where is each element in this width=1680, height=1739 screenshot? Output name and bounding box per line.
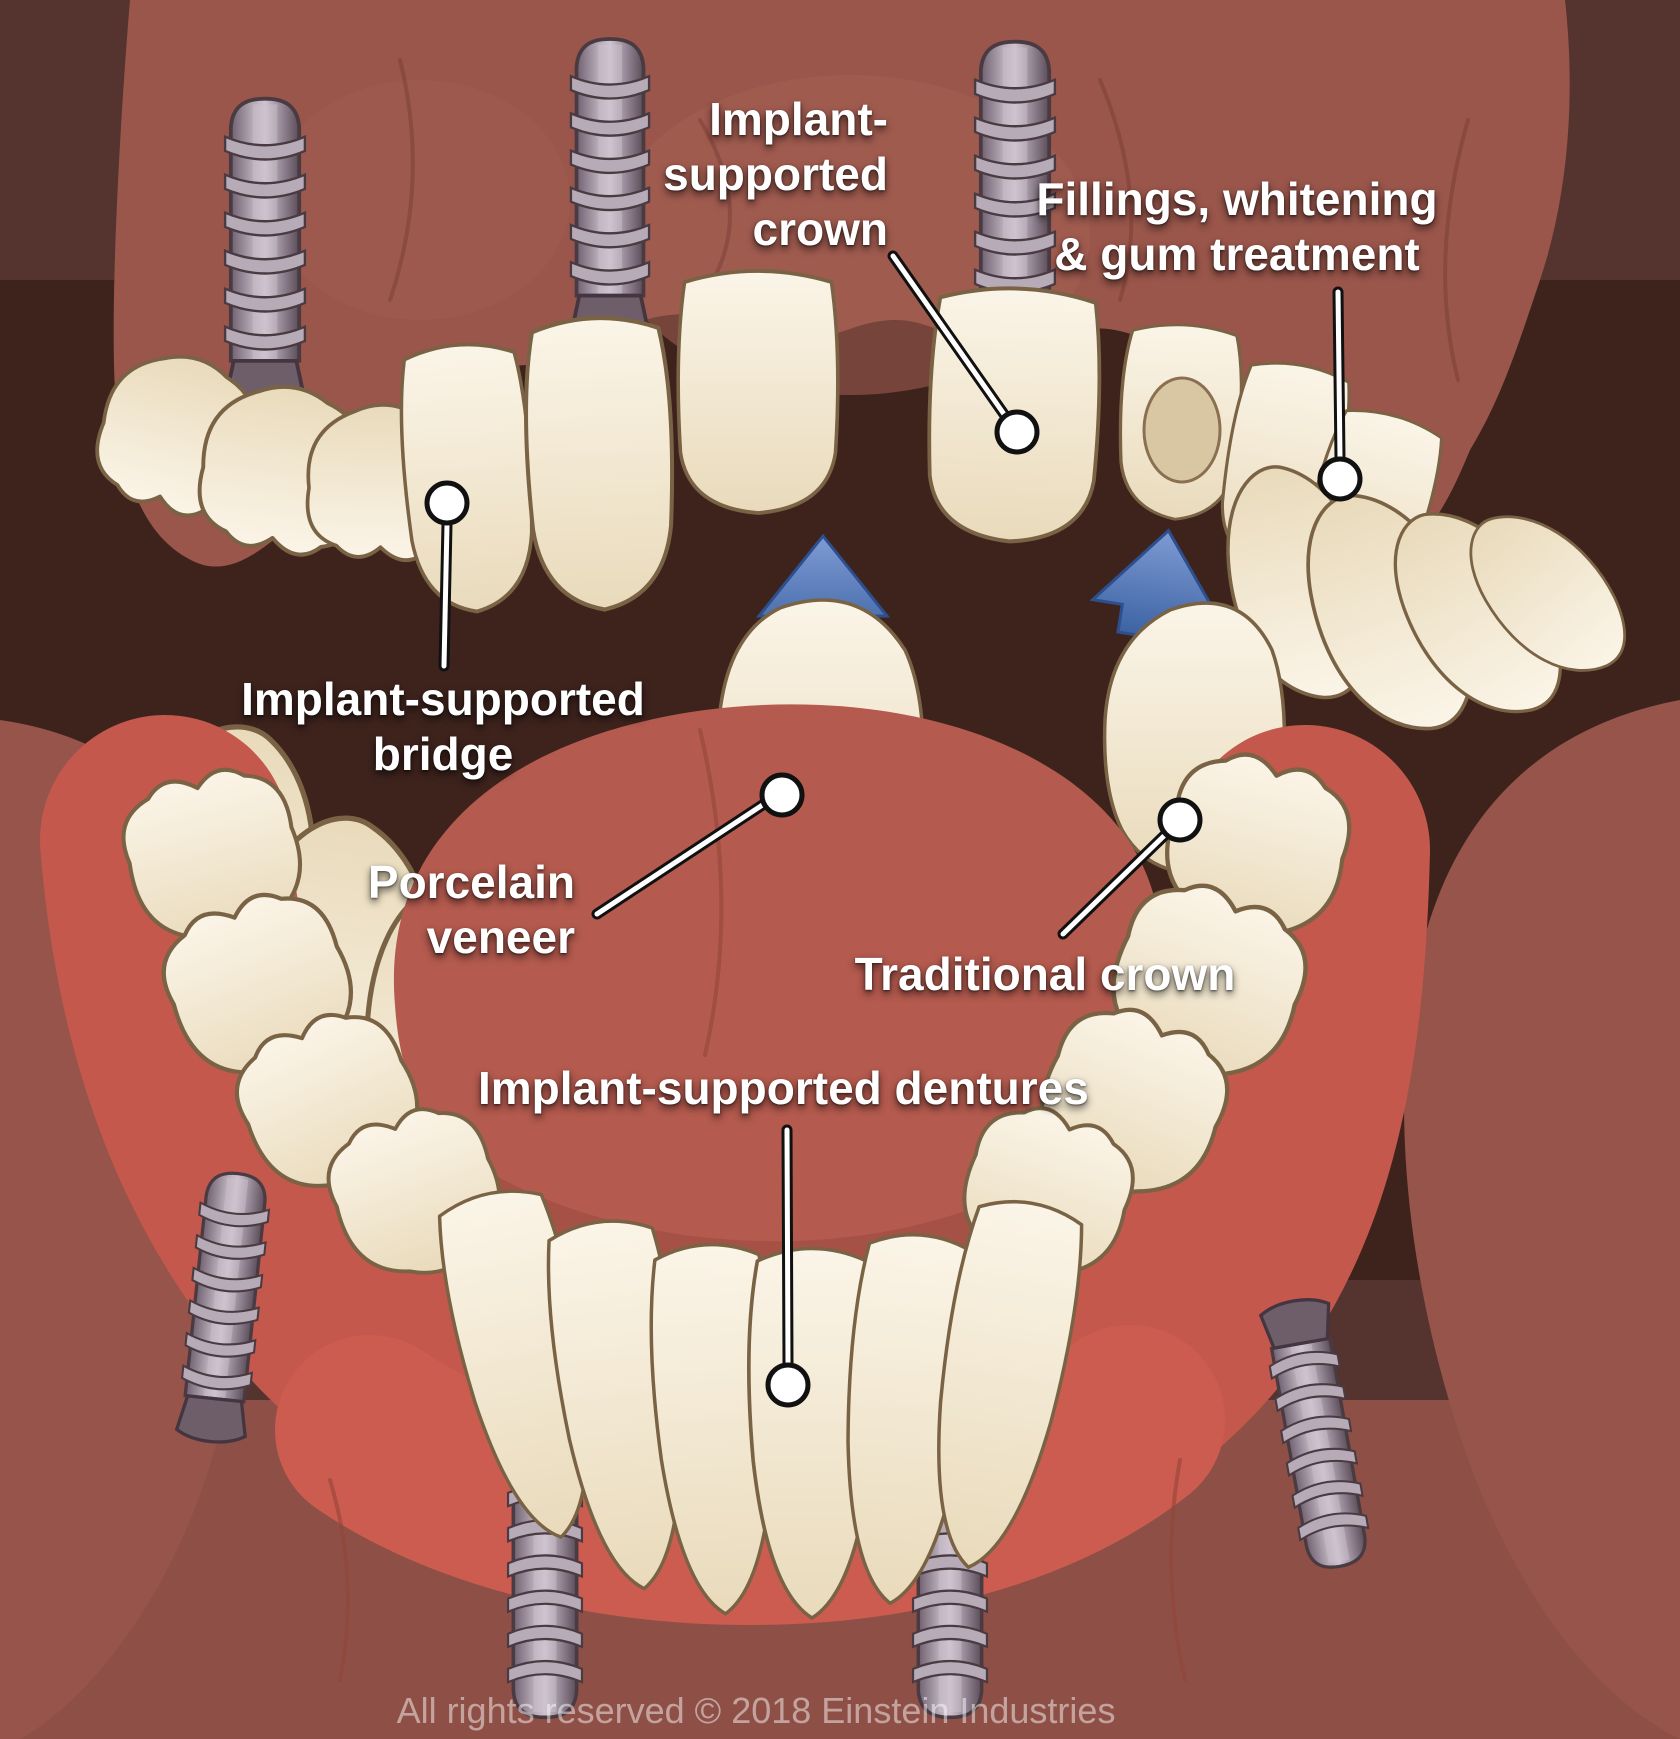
leader-line-traditional-crown [1060,829,1171,937]
bridge-front-tooth [522,316,677,612]
leader-lines [424,250,1363,1408]
label-line: Porcelain [367,856,575,908]
circle-marker-bridge [424,480,470,526]
label-line: Implant-supported [241,673,645,725]
leader-line-fillings [1335,289,1343,461]
label-line: crown [752,203,888,255]
leader-line-bridge [441,521,450,669]
filling-cavity [1142,376,1222,484]
gum-crease [1169,1458,1187,1682]
tongue-crease [698,728,724,1057]
label-line: Traditional crown [854,948,1236,1000]
fillings-tooth [1113,320,1247,525]
label-line: Implant-supported dentures [478,1062,1089,1114]
gum-crease [388,58,415,302]
label-line: bridge [372,728,514,780]
upper-teeth [55,269,1651,1241]
label-traditional-crown: Traditional crown [745,947,1345,1002]
central-incisor [676,269,840,515]
label-implant-supported-bridge: Implant-supported bridge [143,672,743,782]
copyright-text: All rights reserved © 2018 Einstein Indu… [396,1690,1116,1731]
lower-gum-outer-right [1404,700,1680,1739]
label-implant-supported-dentures: Implant-supported dentures [478,1061,1089,1116]
label-porcelain-veneer: Porcelain veneer [368,855,575,965]
label-line: veneer [426,911,575,963]
gum-highlight-left [270,80,570,320]
label-line: Implant- [709,93,888,145]
gum-crease [328,1478,350,1682]
tongue [393,704,1164,1296]
label-implant-supported-crown: Implant- supported crown [663,92,888,257]
leader-line-implant-crown [890,253,1016,430]
label-line: supported [663,148,888,200]
circle-marker-dentures [765,1362,811,1408]
label-fillings-whitening-gum-treatment: Fillings, whitening & gum treatment [937,172,1537,282]
leader-line-dentures [784,1127,791,1366]
gum-crease [1443,118,1470,382]
circle-marker-fillings [1317,456,1363,502]
upper-implant-middle [569,37,651,347]
circle-marker-veneer [759,772,805,818]
leader-line-veneer [594,797,773,917]
circle-marker-implant-crown [994,409,1040,455]
label-line: Fillings, whitening [1036,173,1438,225]
gum-crease [1098,78,1134,302]
upper-implant-left [223,96,307,413]
label-line: & gum treatment [1054,228,1420,280]
circle-marker-traditional-crown [1157,797,1203,843]
